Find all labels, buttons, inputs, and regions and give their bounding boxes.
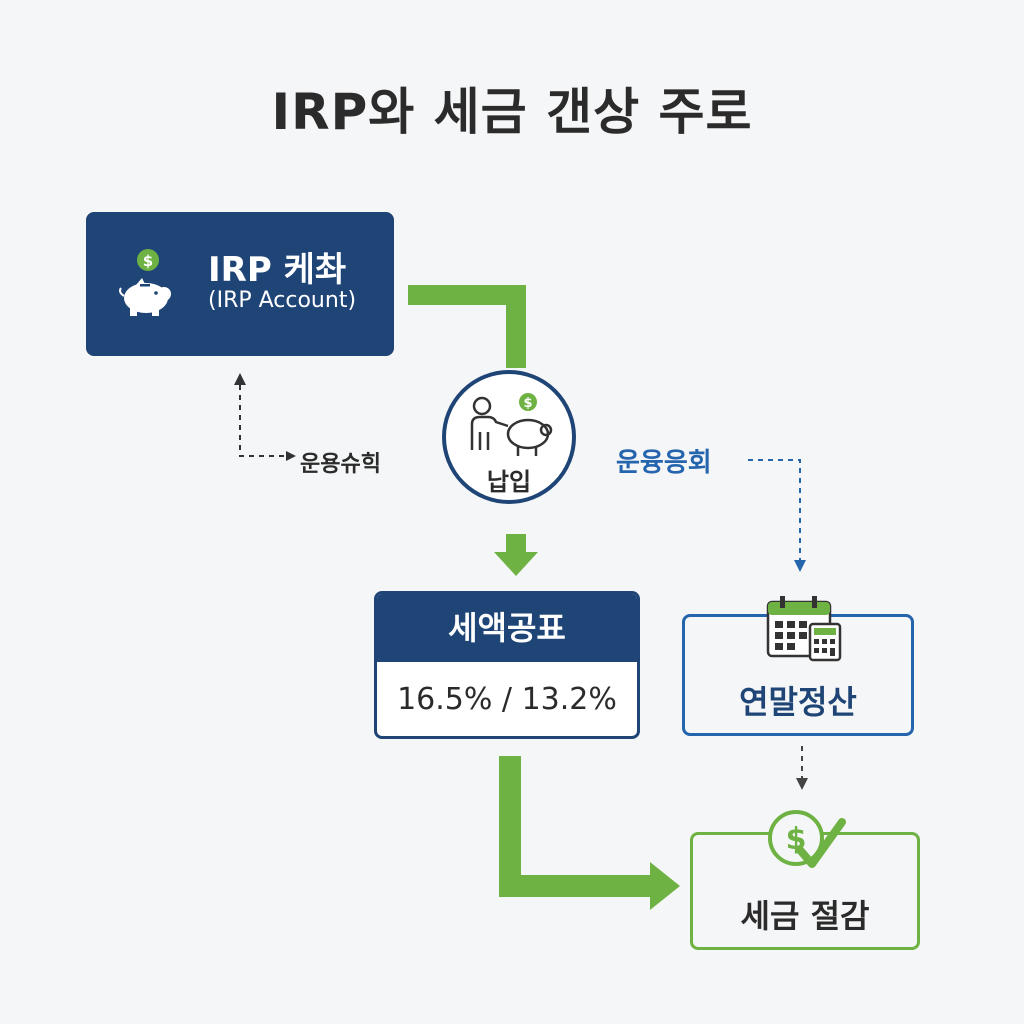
dollar-check-icon: $ xyxy=(768,810,846,868)
arrow-dashed-left xyxy=(234,373,296,461)
arrow-irp-to-deposit xyxy=(408,285,526,368)
diagram-title: IRP와 세금 갠상 주로 xyxy=(271,83,753,141)
arrow-dashed-right xyxy=(748,459,806,572)
piggy-bank-dollar-icon: $ xyxy=(119,249,171,316)
tax-saving-label: 세금 절감 xyxy=(740,897,870,935)
deposit-node: $ 납입 xyxy=(442,370,576,504)
tax-credit-rate: 16.5% / 13.2% xyxy=(397,682,617,717)
year-end-settlement-label: 연말정산 xyxy=(739,683,857,721)
arrow-deposit-to-tax xyxy=(494,534,538,576)
irp-account-subtitle: (IRP Account) xyxy=(208,288,357,313)
svg-text:$: $ xyxy=(523,396,532,411)
irp-account-box: $ IRP 케촤 (IRP Account) xyxy=(86,212,394,356)
arrow-tax-to-saving xyxy=(499,756,680,910)
deposit-label: 납입 xyxy=(486,468,532,496)
tax-credit-box: 세액공표 16.5% / 13.2% xyxy=(374,591,640,739)
left-flow-label: 운용슈힉 xyxy=(300,452,381,477)
tax-credit-title: 세액공표 xyxy=(377,594,637,662)
calendar-calculator-icon xyxy=(766,596,842,662)
arrow-dashed-settle-to-saving xyxy=(796,746,808,790)
svg-text:$: $ xyxy=(143,252,153,270)
irp-account-title: IRP 케촤 xyxy=(208,250,347,290)
person-piggy-bank-icon: $ xyxy=(470,393,553,456)
right-flow-label: 운융응회 xyxy=(616,448,712,478)
